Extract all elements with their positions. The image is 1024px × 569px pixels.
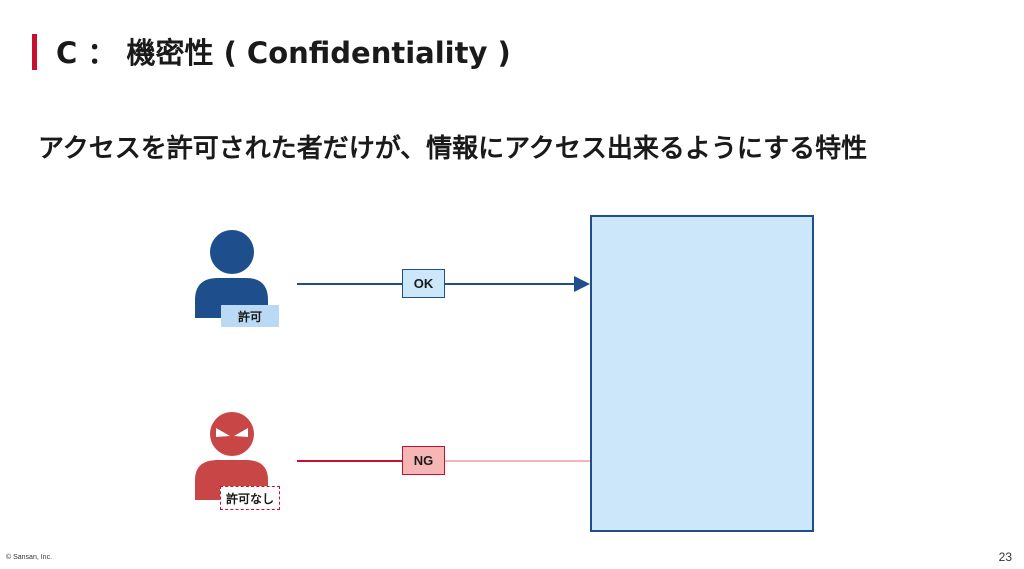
slide-title: C ： 機密性 ( Confidentiality ) (56, 36, 511, 70)
denied-tag: 許可なし (220, 486, 280, 510)
information-target-box (590, 215, 814, 532)
allowed-tag: 許可 (221, 305, 279, 327)
slide-subtitle: アクセスを許可された者だけが、情報にアクセス出来るようにする特性 (38, 134, 868, 164)
copyright-text: © Sansan, Inc. (6, 554, 53, 561)
page-number: 23 (998, 550, 1012, 564)
ok-label: OK (402, 269, 445, 298)
title-accent-bar (32, 34, 37, 70)
ng-label: NG (402, 446, 445, 475)
